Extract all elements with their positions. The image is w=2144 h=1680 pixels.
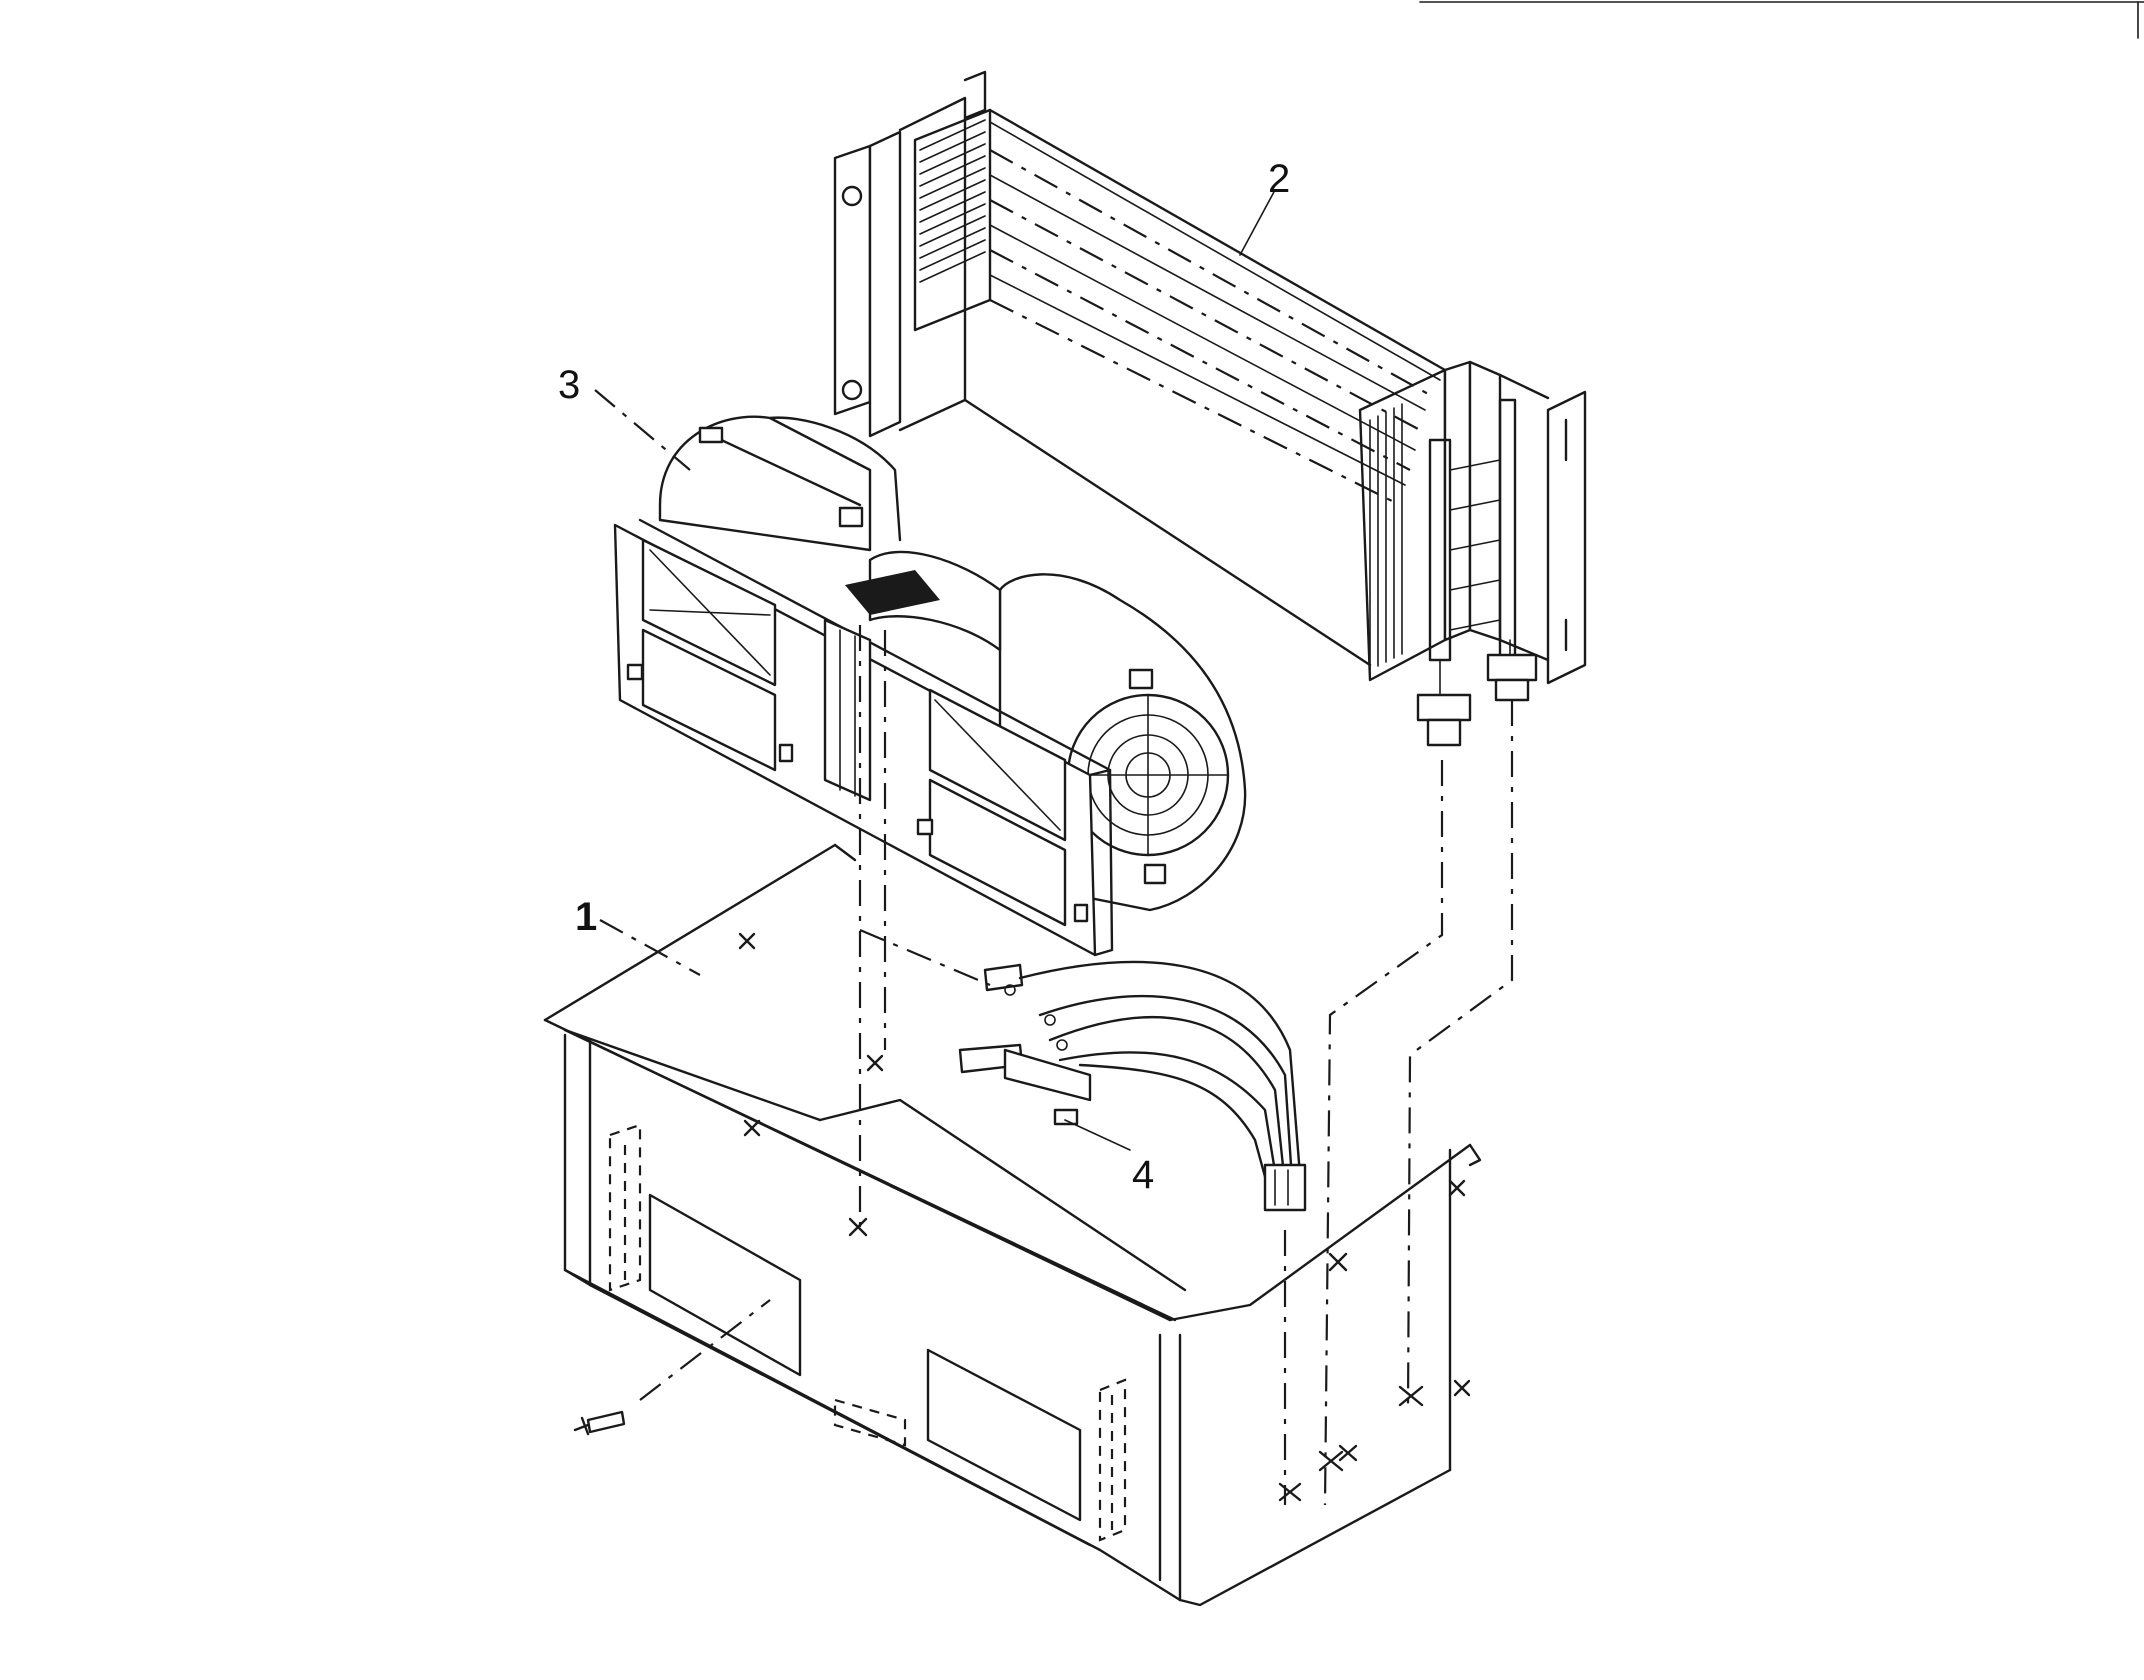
callout-2: 2: [1268, 157, 1290, 201]
scan-border: [1419, 1, 2144, 39]
callout-4: 4: [1132, 1153, 1154, 1197]
callout-1: 1: [575, 895, 597, 939]
callout-3: 3: [558, 363, 580, 407]
blower-assembly: [613, 415, 1247, 957]
alignment-lines: [639, 625, 1514, 1506]
wiring-harness: [958, 960, 1307, 1212]
callout-leaders: [594, 189, 1276, 1151]
heater-core: [833, 70, 1587, 747]
housing-cabinet: [543, 843, 1482, 1607]
